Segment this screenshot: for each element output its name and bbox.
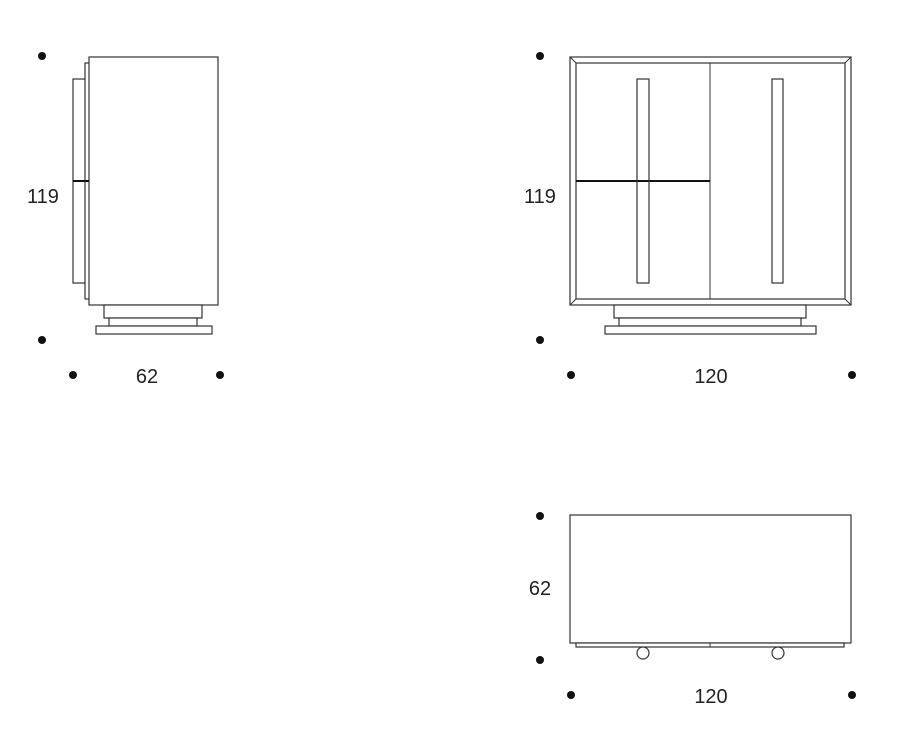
side-width-marker-left — [69, 371, 77, 379]
front-base-upper — [613, 304, 807, 319]
side-height-label: 119 — [27, 186, 59, 208]
front-bevel-bottom-left — [569, 298, 577, 306]
front-height-marker-top — [536, 52, 544, 60]
front-base-middle — [618, 317, 802, 327]
top-right-knob — [771, 646, 785, 660]
top-depth-marker-bottom — [536, 656, 544, 664]
front-bevel-top-left — [569, 56, 577, 64]
top-view: 62 120 — [529, 512, 856, 708]
side-view: 119 62 — [27, 52, 224, 388]
front-width-marker-left — [567, 371, 575, 379]
front-width-marker-right — [848, 371, 856, 379]
side-height-marker-bottom — [38, 336, 46, 344]
side-width-marker-right — [216, 371, 224, 379]
side-height-marker-top — [38, 52, 46, 60]
side-base-middle — [108, 317, 198, 327]
front-right-handle — [771, 78, 784, 284]
top-width-label: 120 — [694, 686, 727, 708]
front-base-foot — [604, 325, 817, 335]
top-depth-marker-top — [536, 512, 544, 520]
front-view: 119 120 — [524, 52, 856, 388]
top-width-marker-right — [848, 691, 856, 699]
top-depth-label: 62 — [529, 578, 551, 600]
side-base-foot — [95, 325, 213, 335]
front-left-handle — [636, 78, 650, 284]
front-height-marker-bottom — [536, 336, 544, 344]
front-width-label: 120 — [694, 366, 727, 388]
front-bevel-bottom-right — [844, 298, 852, 306]
front-bevel-top-right — [844, 56, 852, 64]
top-left-knob — [636, 646, 650, 660]
side-width-label: 62 — [136, 366, 158, 388]
top-width-marker-left — [567, 691, 575, 699]
side-base-upper — [103, 304, 203, 319]
top-body — [569, 514, 852, 644]
front-height-label: 119 — [524, 186, 556, 208]
side-body — [88, 56, 219, 306]
